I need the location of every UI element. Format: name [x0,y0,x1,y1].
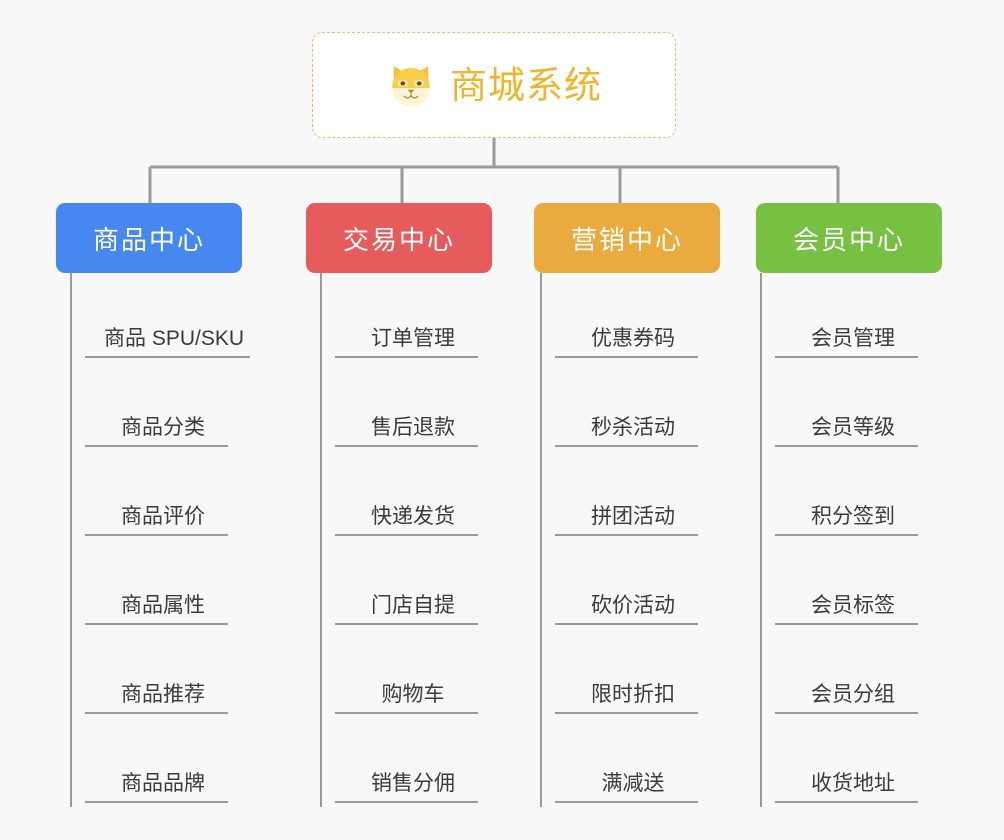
leaf-item[interactable]: 收货地址 [760,718,966,807]
branch-trunk-3 [540,273,542,807]
leaf-label: 快递发货 [348,504,478,536]
leaf-label: 商品 SPU/SKU [98,326,251,358]
branch-column-3: 营销中心 优惠券码 秒杀活动 拼团活动 砍价活动 限时折扣 满减送 [526,203,746,807]
leaf-item[interactable]: 商品分类 [70,362,276,451]
leaf-label: 商品分类 [98,415,228,447]
branch-column-4: 会员中心 会员管理 会员等级 积分签到 会员标签 会员分组 收货地址 [746,203,966,807]
leaf-item[interactable]: 门店自提 [320,540,526,629]
leaf-label: 会员等级 [788,415,918,447]
leaf-item[interactable]: 快递发货 [320,451,526,540]
leaf-label: 满减送 [568,771,698,803]
leaf-label: 商品评价 [98,504,228,536]
root-node[interactable]: 商城系统 [312,32,676,138]
leaf-item[interactable]: 会员标签 [760,540,966,629]
leaf-label: 积分签到 [788,504,918,536]
branch-trunk-4 [760,273,762,807]
leaf-item[interactable]: 秒杀活动 [540,362,746,451]
leaf-list-1: 商品 SPU/SKU 商品分类 商品评价 商品属性 商品推荐 商品品牌 [56,273,276,807]
category-header-4[interactable]: 会员中心 [756,203,942,273]
leaf-item[interactable]: 砍价活动 [540,540,746,629]
category-title-2: 交易中心 [342,224,455,255]
root-title: 商城系统 [450,64,602,106]
leaf-item[interactable]: 销售分佣 [320,718,526,807]
category-header-1[interactable]: 商品中心 [56,203,242,273]
leaf-label: 会员管理 [788,326,918,358]
leaf-item[interactable]: 会员分组 [760,629,966,718]
leaf-label: 门店自提 [348,593,478,625]
leaf-item[interactable]: 限时折扣 [540,629,746,718]
leaf-item[interactable]: 商品评价 [70,451,276,540]
category-header-3[interactable]: 营销中心 [534,203,720,273]
leaf-item[interactable]: 拼团活动 [540,451,746,540]
leaf-label: 会员标签 [788,593,918,625]
leaf-item[interactable]: 订单管理 [320,273,526,362]
leaf-item[interactable]: 商品品牌 [70,718,276,807]
leaf-item[interactable]: 商品推荐 [70,629,276,718]
leaf-item[interactable]: 积分签到 [760,451,966,540]
leaf-label: 购物车 [348,682,478,714]
leaf-item[interactable]: 会员等级 [760,362,966,451]
leaf-label: 砍价活动 [568,593,698,625]
category-title-4: 会员中心 [792,224,905,255]
leaf-list-2: 订单管理 售后退款 快递发货 门店自提 购物车 销售分佣 [306,273,526,807]
leaf-item[interactable]: 售后退款 [320,362,526,451]
leaf-item[interactable]: 优惠券码 [540,273,746,362]
leaf-label: 商品推荐 [98,682,228,714]
leaf-item[interactable]: 满减送 [540,718,746,807]
leaf-label: 商品属性 [98,593,228,625]
category-title-3: 营销中心 [570,224,683,255]
leaf-label: 会员分组 [788,682,918,714]
leaf-list-3: 优惠券码 秒杀活动 拼团活动 砍价活动 限时折扣 满减送 [526,273,746,807]
leaf-label: 拼团活动 [568,504,698,536]
leaf-item[interactable]: 商品属性 [70,540,276,629]
leaf-label: 商品品牌 [98,771,228,803]
leaf-label: 优惠券码 [568,326,698,358]
leaf-label: 秒杀活动 [568,415,698,447]
leaf-label: 收货地址 [788,771,918,803]
leaf-label: 订单管理 [348,326,478,358]
leaf-list-4: 会员管理 会员等级 积分签到 会员标签 会员分组 收货地址 [746,273,966,807]
category-title-1: 商品中心 [92,224,205,255]
leaf-label: 售后退款 [348,415,478,447]
leaf-item[interactable]: 会员管理 [760,273,966,362]
branch-column-1: 商品中心 商品 SPU/SKU 商品分类 商品评价 商品属性 商品推荐 商品品牌 [56,203,276,807]
branch-column-2: 交易中心 订单管理 售后退款 快递发货 门店自提 购物车 销售分佣 [306,203,526,807]
leaf-item[interactable]: 购物车 [320,629,526,718]
dog-face-icon [392,66,430,107]
leaf-item[interactable]: 商品 SPU/SKU [70,273,276,362]
branch-trunk-2 [320,273,322,807]
leaf-label: 限时折扣 [568,682,698,714]
category-header-2[interactable]: 交易中心 [306,203,492,273]
branch-trunk-1 [70,273,72,807]
leaf-label: 销售分佣 [348,771,478,803]
